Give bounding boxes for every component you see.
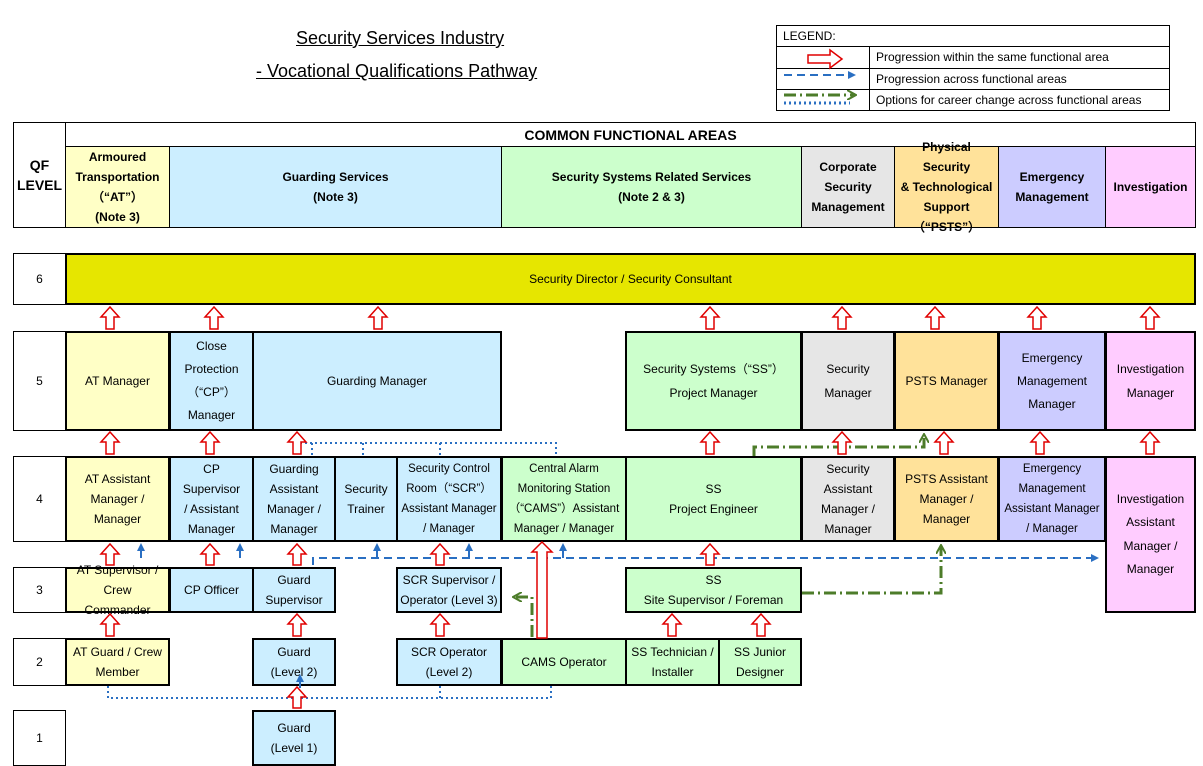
- qf-level-6: 6: [13, 253, 66, 305]
- job-psts-assistant-manager: PSTS Assistant Manager / Manager: [894, 456, 999, 542]
- progression-arrow-icon: [286, 612, 308, 637]
- job-scr-operator: SCR Operator (Level 2): [396, 638, 502, 686]
- qf-level-heading: QF LEVEL: [13, 122, 66, 228]
- progression-arrow-icon: [199, 430, 221, 455]
- progression-arrow-icon: [99, 430, 121, 455]
- progression-arrow-icon: [1139, 305, 1161, 330]
- progression-arrow-icon: [429, 612, 451, 637]
- cams-long-arrow-icon: [530, 540, 554, 639]
- progression-arrow-icon: [1026, 305, 1048, 330]
- area-investigation: Investigation: [1105, 146, 1196, 228]
- progression-arrow-icon: [199, 542, 221, 566]
- job-at-assistant-manager: AT Assistant Manager / Manager: [65, 456, 170, 542]
- job-em-assistant-manager: Emergency Management Assistant Manager /…: [998, 456, 1106, 542]
- job-em-manager: Emergency Management Manager: [998, 331, 1106, 431]
- job-ss-project-engineer: SS Project Engineer: [625, 456, 802, 542]
- legend-item-across-areas: Progression across functional areas: [869, 67, 1170, 90]
- progression-arrow-icon: [1029, 430, 1051, 455]
- job-psts-manager: PSTS Manager: [894, 331, 999, 431]
- job-ss-junior-designer: SS Junior Designer: [718, 638, 802, 686]
- job-security-manager: Security Manager: [801, 331, 895, 431]
- job-cams-manager: Central Alarm Monitoring Station （“CAMS”…: [501, 456, 627, 542]
- progression-arrow-icon: [661, 612, 683, 637]
- job-security-trainer: Security Trainer: [334, 456, 398, 542]
- qf-level-1: 1: [13, 710, 66, 766]
- progression-arrow-icon: [831, 305, 853, 330]
- job-at-guard: AT Guard / Crew Member: [65, 638, 170, 686]
- area-emergency-management: Emergency Management: [998, 146, 1106, 228]
- legend-across-areas-icon: [776, 67, 870, 90]
- progression-arrow-icon: [699, 305, 721, 330]
- qf-level-5: 5: [13, 331, 66, 431]
- area-guarding-services: Guarding Services (Note 3): [169, 146, 502, 228]
- job-ss-site-supervisor: SS Site Supervisor / Foreman: [625, 567, 802, 613]
- job-cp-manager: Close Protection （“CP”） Manager: [169, 331, 254, 431]
- legend-heading: LEGEND:: [776, 24, 1170, 48]
- job-scr-supervisor: SCR Supervisor / Operator (Level 3): [396, 567, 502, 613]
- legend-same-area-icon: [776, 46, 870, 69]
- job-security-director: Security Director / Security Consultant: [65, 253, 1196, 305]
- qf-level-2: 2: [13, 638, 66, 686]
- progression-arrow-icon: [831, 430, 853, 455]
- progression-arrow-icon: [924, 305, 946, 330]
- progression-arrow-icon: [286, 542, 308, 566]
- legend: LEGEND: Progression within the same func…: [776, 24, 1170, 112]
- progression-arrow-icon: [429, 542, 451, 566]
- job-guarding-manager: Guarding Manager: [252, 331, 502, 431]
- progression-arrow-icon: [286, 685, 308, 709]
- common-functional-areas-heading: COMMON FUNCTIONAL AREAS: [65, 122, 1196, 147]
- progression-arrow-icon: [99, 305, 121, 330]
- job-guard-level-2: Guard (Level 2): [252, 638, 336, 686]
- job-scr-manager: Security Control Room（“SCR”） Assistant M…: [396, 456, 502, 542]
- legend-item-same-area: Progression within the same functional a…: [869, 46, 1170, 69]
- progression-arrow-icon: [699, 542, 721, 566]
- legend-career-change-icon: [776, 88, 870, 112]
- area-psts: Physical Security & Technological Suppor…: [894, 140, 999, 234]
- job-at-supervisor: AT Supervisor / Crew Commander: [65, 563, 170, 617]
- job-security-assistant-manager: Security Assistant Manager / Manager: [801, 456, 895, 542]
- progression-arrow-icon: [286, 430, 308, 455]
- job-cams-operator: CAMS Operator: [501, 638, 627, 686]
- job-cp-supervisor: CP Supervisor / Assistant Manager: [169, 456, 254, 542]
- job-ss-project-manager: Security Systems（“SS”） Project Manager: [625, 331, 802, 431]
- job-guarding-assistant-manager: Guarding Assistant Manager / Manager: [252, 456, 336, 542]
- job-cp-officer: CP Officer: [169, 567, 254, 613]
- area-armoured-transportation: Armoured Transportation （“AT”） (Note 3): [65, 146, 170, 228]
- job-investigation-assistant-manager: Investigation Assistant Manager / Manage…: [1105, 456, 1196, 613]
- progression-arrow-icon: [933, 430, 955, 455]
- qf-level-3: 3: [13, 567, 66, 613]
- job-at-manager: AT Manager: [65, 331, 170, 431]
- job-ss-technician: SS Technician / Installer: [625, 638, 720, 686]
- legend-item-career-change: Options for career change across functio…: [869, 88, 1170, 112]
- diagram-title-line1: Security Services Industry: [296, 28, 505, 48]
- progression-arrow-icon: [367, 305, 389, 330]
- diagram-title-line2: - Vocational Qualifications Pathway: [256, 61, 538, 81]
- progression-arrow-icon: [750, 612, 772, 637]
- job-investigation-manager: Investigation Manager: [1105, 331, 1196, 431]
- job-guard-level-1: Guard (Level 1): [252, 710, 336, 766]
- area-security-systems: Security Systems Related Services (Note …: [501, 146, 802, 228]
- progression-arrow-icon: [699, 430, 721, 455]
- job-guard-supervisor: Guard Supervisor: [252, 567, 336, 613]
- qf-level-4: 4: [13, 456, 66, 542]
- progression-arrow-icon: [1139, 430, 1161, 455]
- progression-arrow-icon: [203, 305, 225, 330]
- area-corporate-security: Corporate Security Management: [801, 146, 895, 228]
